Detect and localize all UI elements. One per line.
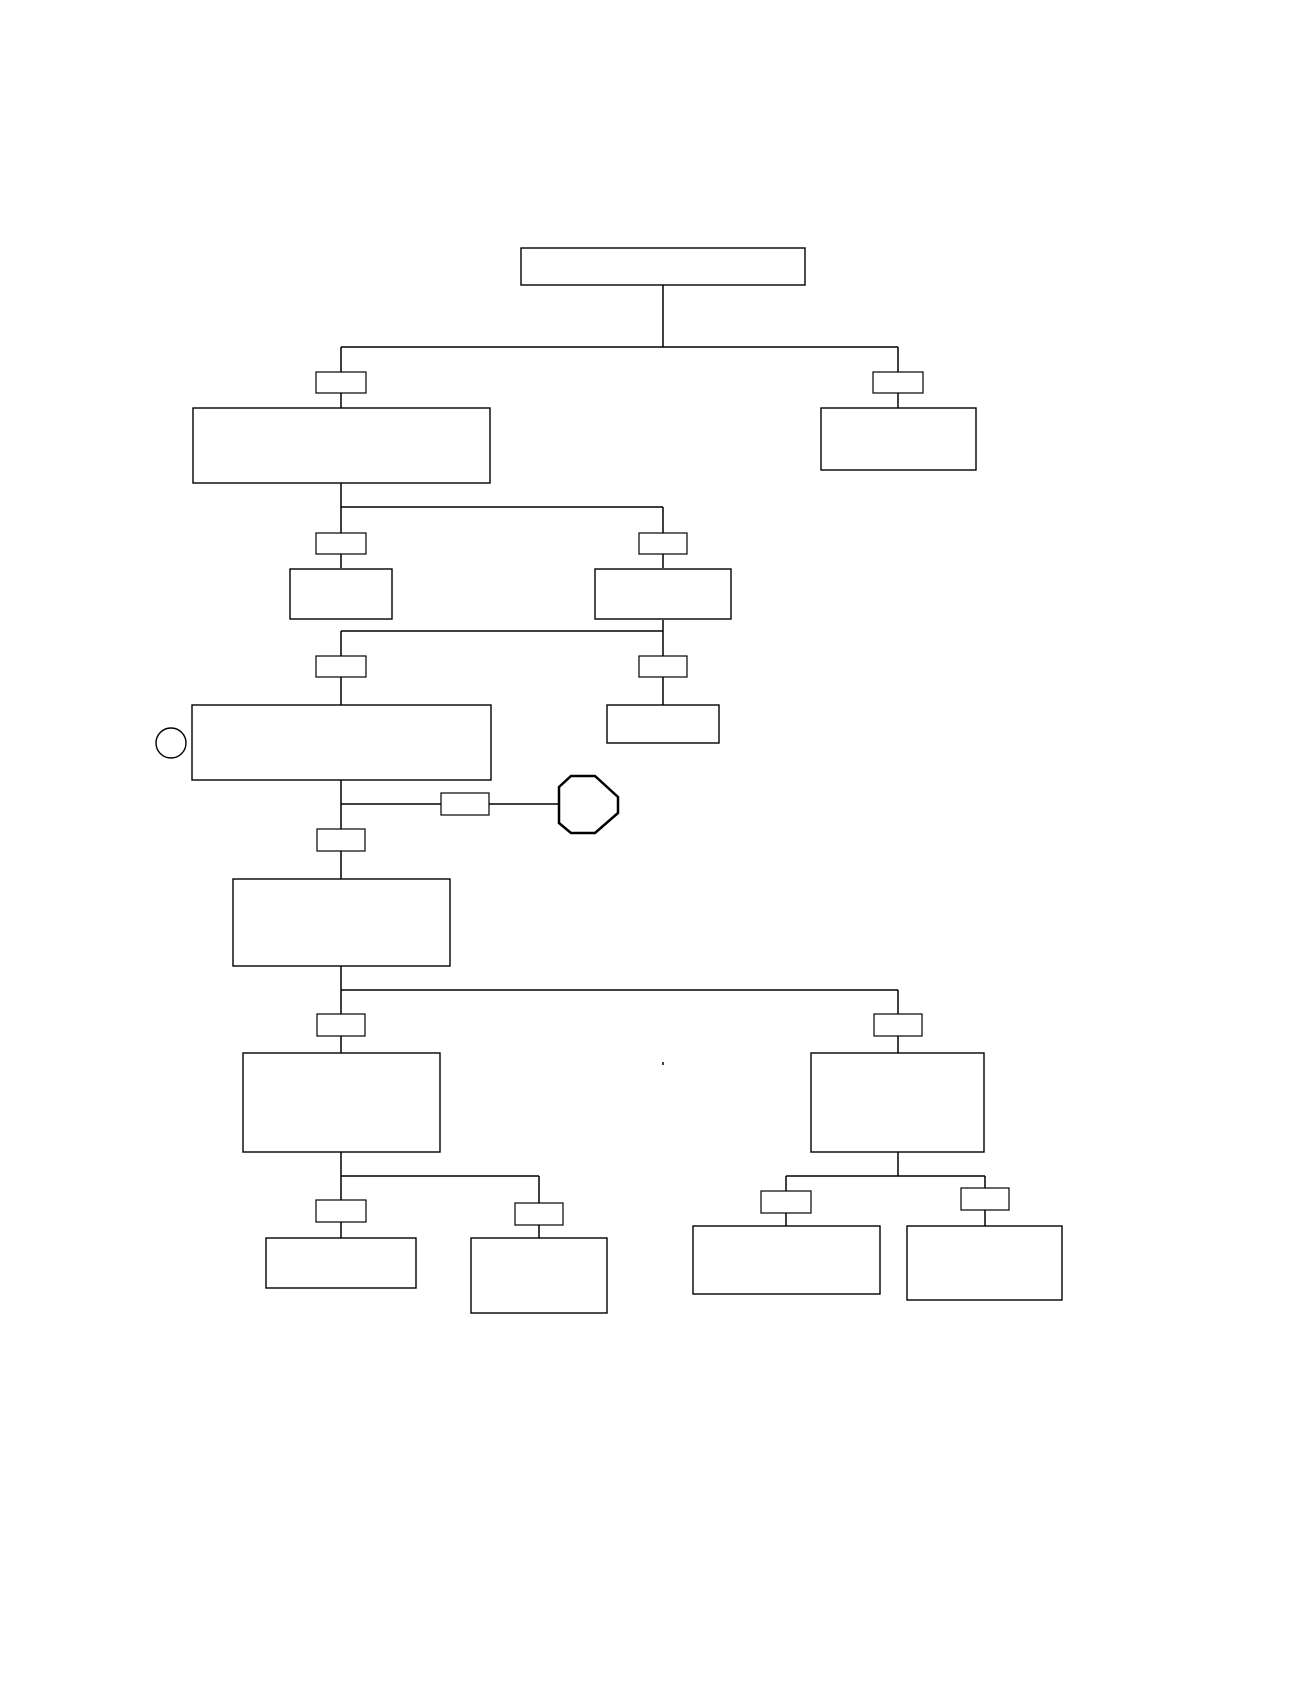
node-l2-right xyxy=(594,568,732,620)
edge-label-t6 xyxy=(638,655,688,678)
node-l4 xyxy=(232,878,451,967)
node-l6-c xyxy=(692,1225,881,1295)
node-l1-left xyxy=(192,407,491,484)
node-root xyxy=(520,247,806,286)
node-l6-a xyxy=(265,1237,417,1289)
edge-label-boxes xyxy=(315,371,1010,1226)
edge-label-t3 xyxy=(315,532,367,555)
node-l6-d xyxy=(906,1225,1063,1301)
connector-circle xyxy=(155,727,187,759)
edge-label-t4 xyxy=(638,532,688,555)
stop-sign xyxy=(557,774,620,835)
edge-label-t9 xyxy=(316,1013,366,1037)
edge-label-t7 xyxy=(440,792,490,816)
edge-label-t5 xyxy=(315,655,367,678)
edge-label-t12 xyxy=(514,1202,564,1226)
edge-label-t13 xyxy=(760,1190,812,1214)
node-l2-left xyxy=(289,568,393,620)
node-l3-left xyxy=(191,704,492,781)
edge-label-t14 xyxy=(960,1187,1010,1211)
node-l6-b xyxy=(470,1237,608,1314)
edge-label-t2 xyxy=(872,371,924,394)
node-l5-right xyxy=(810,1052,985,1153)
edge-label-t11 xyxy=(315,1199,367,1223)
connector-lines xyxy=(340,285,986,1238)
node-l5-left xyxy=(242,1052,441,1153)
node-l3-right xyxy=(606,704,720,744)
edge-label-t8 xyxy=(316,828,366,852)
edge-label-t1 xyxy=(315,371,367,394)
edge-label-t10 xyxy=(873,1013,923,1037)
node-l1-right xyxy=(820,407,977,471)
process-boxes xyxy=(191,247,1063,1314)
